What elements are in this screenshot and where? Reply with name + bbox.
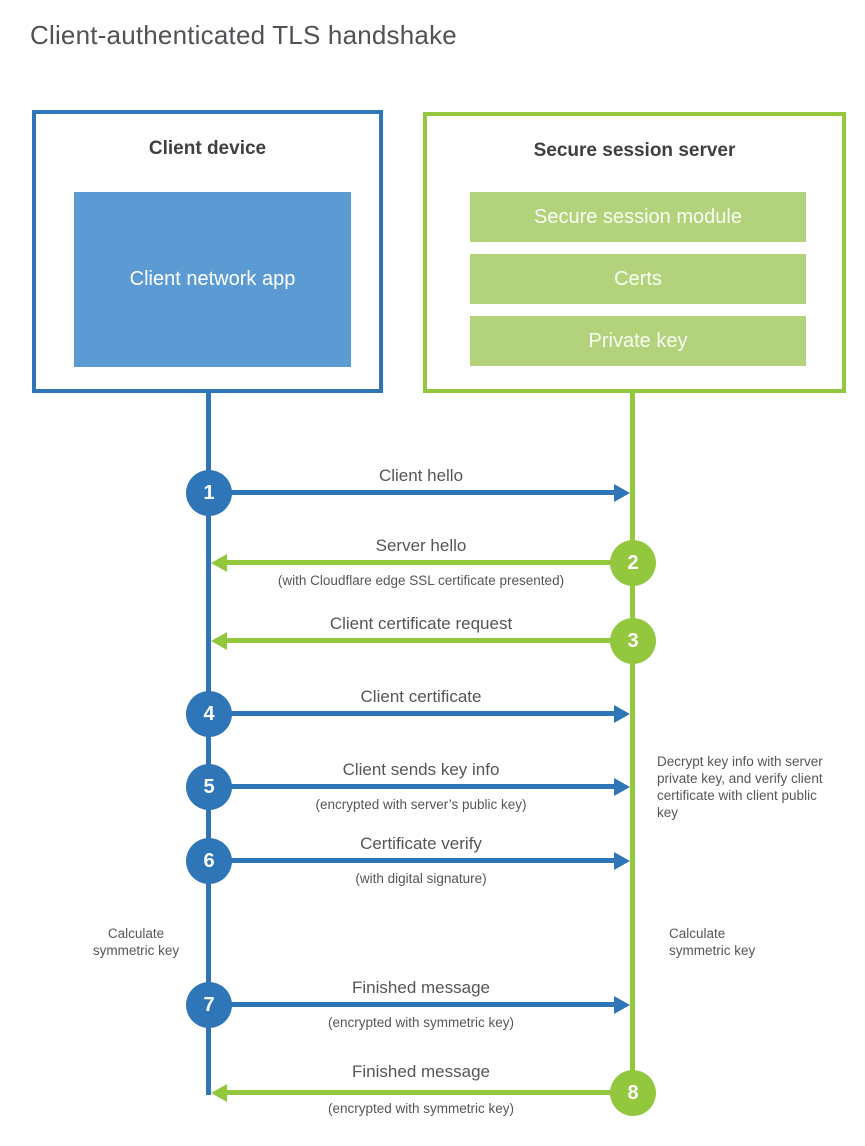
decrypt-key-info-note: Decrypt key info with server private key… xyxy=(657,754,823,820)
step-8-badge: 8 xyxy=(610,1070,656,1116)
arrow-right-icon xyxy=(614,852,630,870)
arrow-left-icon xyxy=(211,554,227,572)
calculate-symmetric-key-client-note: Calculate symmetric key xyxy=(92,926,180,958)
page-title: Client-authenticated TLS handshake xyxy=(30,20,457,50)
step-4-badge: 4 xyxy=(186,691,232,737)
arrow-left-icon xyxy=(211,1084,227,1102)
step-2-badge: 2 xyxy=(610,540,656,586)
step-3-badge: 3 xyxy=(610,618,656,664)
step-6-note: (with digital signature) xyxy=(355,871,487,886)
step-7-label: Finished message xyxy=(352,978,490,997)
step-4-label: Client certificate xyxy=(360,687,482,706)
arrow-right-icon xyxy=(614,778,630,796)
step-7-note: (encrypted with symmetric key) xyxy=(327,1015,515,1030)
arrow-right-icon xyxy=(614,705,630,723)
client-network-app-box: Client network app xyxy=(74,192,351,367)
step-3-label: Client certificate request xyxy=(329,614,513,633)
private-key-bar: Private key xyxy=(470,316,806,366)
step-8-label: Finished message xyxy=(352,1062,490,1081)
client-lifeline xyxy=(206,391,211,1095)
arrow-right-icon xyxy=(614,996,630,1014)
step-5-badge: 5 xyxy=(186,764,232,810)
step-7-badge: 7 xyxy=(186,982,232,1028)
arrow-right-icon xyxy=(614,484,630,502)
step-7-arrow-line xyxy=(209,1002,614,1007)
step-1-badge: 1 xyxy=(186,470,232,516)
step-5-note: (encrypted with server’s public key) xyxy=(315,797,527,812)
step-6-badge: 6 xyxy=(186,838,232,884)
server-lifeline xyxy=(630,391,635,1093)
client-device-title: Client device xyxy=(148,138,267,159)
secure-session-server-box: Secure session server Secure session mod… xyxy=(423,112,846,393)
step-2-arrow-line xyxy=(227,560,633,565)
client-device-box: Client device Client network app xyxy=(32,110,383,393)
step-4-arrow-line xyxy=(209,711,614,716)
step-8-note: (encrypted with symmetric key) xyxy=(327,1101,515,1116)
step-5-arrow-line xyxy=(209,784,614,789)
step-8-arrow-line xyxy=(227,1090,633,1095)
client-network-app-label: Client network app xyxy=(129,268,296,290)
step-6-arrow-line xyxy=(209,858,614,863)
step-1-arrow-line xyxy=(209,490,614,495)
step-6-label: Certificate verify xyxy=(360,834,482,853)
calculate-symmetric-key-server-note: Calculate symmetric key xyxy=(669,926,756,958)
step-2-label: Server hello xyxy=(375,536,467,555)
arrow-left-icon xyxy=(211,632,227,650)
server-module-stack: Secure session module Certs Private key xyxy=(470,192,806,366)
secure-session-server-title: Secure session server xyxy=(533,140,736,161)
step-1-label: Client hello xyxy=(378,466,464,485)
step-3-arrow-line xyxy=(227,638,633,643)
certs-bar: Certs xyxy=(470,254,806,304)
secure-session-module-bar: Secure session module xyxy=(470,192,806,242)
step-2-note: (with Cloudflare edge SSL certificate pr… xyxy=(277,573,565,588)
step-5-label: Client sends key info xyxy=(342,760,500,779)
